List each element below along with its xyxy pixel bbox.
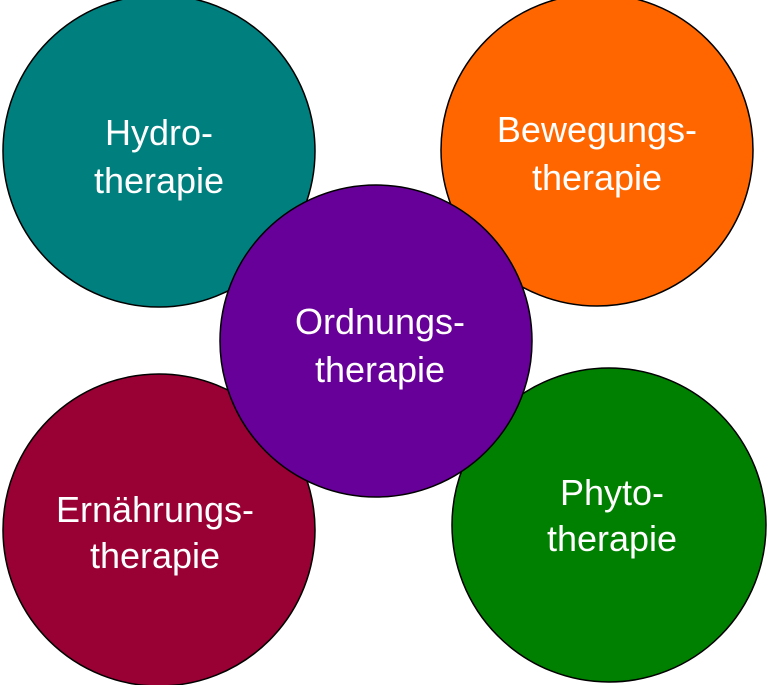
label-line1: Ordnungs- [295, 301, 465, 342]
label-line2: therapie [532, 157, 662, 198]
label-line1: Ernährungs- [56, 489, 254, 530]
node-ernaehrungstherapie: Ernährungs- therapie [2, 373, 316, 685]
label-line1: Phyto- [560, 472, 664, 513]
label-line2: therapie [315, 349, 445, 390]
node-phytotherapie: Phyto- therapie [451, 367, 767, 683]
label-line2: therapie [90, 535, 220, 576]
label-line2: therapie [94, 160, 224, 201]
label-line1: Hydro- [105, 112, 213, 153]
circle-phytotherapie [451, 367, 767, 683]
node-ordnungstherapie: Ordnungs- therapie [219, 184, 533, 498]
circle-bewegungstherapie [440, 0, 754, 307]
label-line1: Bewegungs- [497, 109, 697, 150]
label-line2: therapie [547, 518, 677, 559]
circle-hydrotherapie [2, 0, 316, 308]
node-hydrotherapie: Hydro- therapie [2, 0, 316, 308]
circle-ordnungstherapie [219, 184, 533, 498]
node-bewegungstherapie: Bewegungs- therapie [440, 0, 754, 307]
circle-ernaehrungstherapie [2, 373, 316, 685]
